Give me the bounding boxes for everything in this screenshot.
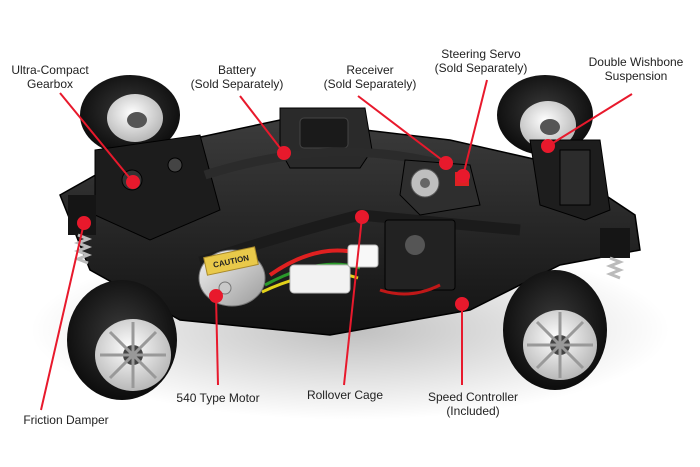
label-double-wishbone-suspension: Double Wishbone Suspension xyxy=(588,55,684,83)
label-friction-damper: Friction Damper xyxy=(23,413,109,427)
label-steering-servo: Steering Servo (Sold Separately) xyxy=(434,47,528,75)
pointer-cage xyxy=(343,216,363,386)
wishbone-arm xyxy=(559,149,591,206)
pointer-dot-esc xyxy=(455,297,469,311)
pointer-damper xyxy=(40,222,85,411)
tire-rear-left xyxy=(80,75,180,155)
speed-controller-box xyxy=(384,219,456,291)
pointer-dot-cage xyxy=(355,210,369,224)
pointer-battery xyxy=(239,95,285,154)
pointer-dot-motor xyxy=(209,289,223,303)
tire-rear-right xyxy=(503,270,607,390)
pointer-dot-receiver xyxy=(439,156,453,170)
label-540-type-motor: 540 Type Motor xyxy=(176,391,260,405)
pointer-gearbox xyxy=(59,92,134,183)
wire-red-2 xyxy=(379,283,441,296)
battery-connector xyxy=(289,264,351,294)
pointer-dot-gearbox xyxy=(126,175,140,189)
label-ultra-compact-gearbox: Ultra-Compact Gearbox xyxy=(11,63,89,91)
pointer-dot-battery xyxy=(277,146,291,160)
pointer-motor xyxy=(215,295,219,386)
cage-rod xyxy=(203,147,447,180)
pointer-dot-servo xyxy=(456,169,470,183)
servo-hub xyxy=(420,178,430,188)
pointer-servo xyxy=(462,79,488,177)
pointer-dot-wishbone xyxy=(541,139,555,153)
label-receiver: Receiver (Sold Separately) xyxy=(323,63,417,91)
label-speed-controller: Speed Controller (Included) xyxy=(427,390,519,418)
pointer-dot-damper xyxy=(77,216,91,230)
label-battery: Battery (Sold Separately) xyxy=(190,63,284,91)
gearbox-screw-2 xyxy=(167,157,183,173)
right-damper-part xyxy=(600,228,630,280)
pointer-wishbone xyxy=(547,93,633,147)
esc-cap xyxy=(405,235,425,255)
tire-front-left xyxy=(67,280,177,400)
battery-slot xyxy=(299,117,349,149)
connector-plug xyxy=(347,244,379,268)
pointer-receiver xyxy=(357,95,447,164)
label-rollover-cage: Rollover Cage xyxy=(306,388,384,402)
